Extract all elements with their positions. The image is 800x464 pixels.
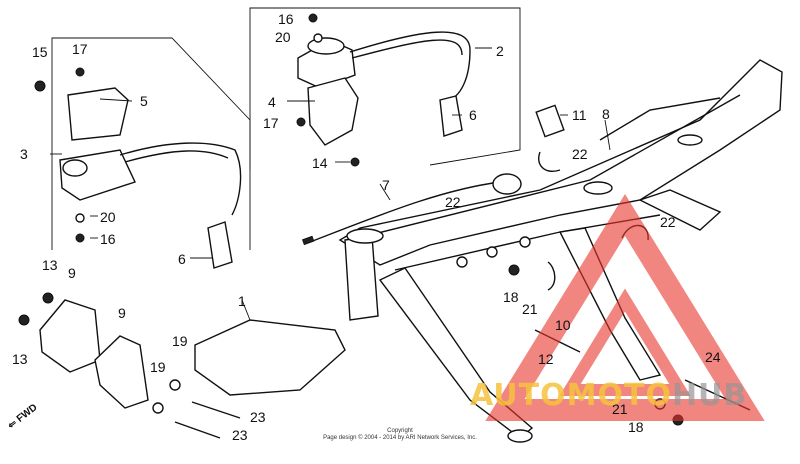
rectifier-group-box <box>249 7 521 170</box>
callout-17-right: 17 <box>263 115 279 131</box>
nut-13b <box>18 314 30 326</box>
callout-21-upper: 21 <box>522 301 538 317</box>
callout-16-lower: 16 <box>100 231 116 247</box>
skid-plate <box>194 319 346 396</box>
callout-18-upper: 18 <box>503 289 519 305</box>
spark-plug-cap-upper <box>439 95 463 137</box>
copyright-line-2: Page design © 2004 - 2014 by ARI Network… <box>323 435 477 441</box>
callout-3: 3 <box>20 146 28 162</box>
copyright-line-1: Copyright <box>387 428 413 434</box>
nut-18a <box>508 264 520 276</box>
callout-6-lower: 6 <box>178 251 186 267</box>
collar-21a <box>547 261 556 291</box>
watermark-logo-triangle <box>485 194 765 421</box>
callout-13-lower: 13 <box>12 351 28 367</box>
callout-11: 11 <box>572 107 587 123</box>
nut-17b <box>296 117 306 127</box>
callout-9-left: 9 <box>68 265 76 281</box>
washer-19a <box>169 379 181 391</box>
callout-23-lower: 23 <box>232 427 248 443</box>
callout-20-lower: 20 <box>100 209 116 225</box>
bolt-14 <box>350 157 360 167</box>
watermark-logo-text: AUTOMOTOHUB <box>470 378 747 413</box>
nut-13a <box>42 292 54 304</box>
callout-4: 4 <box>268 94 276 110</box>
callout-18-lower: 18 <box>628 419 644 435</box>
callout-22-right: 22 <box>660 214 676 230</box>
wire-clamp <box>538 151 561 172</box>
cable <box>309 181 501 243</box>
bolt-23b <box>174 421 221 439</box>
callout-23-upper: 23 <box>250 409 266 425</box>
leader-lines <box>50 47 611 321</box>
callout-19-left: 19 <box>150 359 166 375</box>
caution-label <box>535 104 565 138</box>
callout-22-top: 22 <box>572 146 588 162</box>
callout-22-left: 22 <box>445 194 461 210</box>
bolt-16b <box>308 13 318 23</box>
callout-8: 8 <box>602 106 610 122</box>
copyright-notice: Copyright Page design © 2004 - 2014 by A… <box>300 428 500 442</box>
callout-7: 7 <box>382 177 390 193</box>
callout-13-upper: 13 <box>42 257 58 273</box>
callout-6-upper: 6 <box>469 107 477 123</box>
callout-14: 14 <box>312 155 328 171</box>
callout-16-upper: 16 <box>278 11 294 27</box>
washer-20b <box>313 33 323 43</box>
bolt-16a <box>75 233 85 243</box>
ignition-coil <box>59 87 242 216</box>
callout-24: 24 <box>705 349 721 365</box>
callout-2: 2 <box>496 43 504 59</box>
bolt-23a <box>191 401 241 419</box>
callout-5: 5 <box>140 93 148 109</box>
cable-end <box>301 235 315 246</box>
callout-19-right: 19 <box>172 333 188 349</box>
callout-21-lower: 21 <box>612 401 628 417</box>
callout-1: 1 <box>238 293 246 309</box>
spark-plug-cap-lower <box>207 221 233 269</box>
callout-15: 15 <box>32 44 48 60</box>
washer-19b <box>152 402 164 414</box>
callout-9-right: 9 <box>118 305 126 321</box>
nut-17a <box>75 67 85 77</box>
bracket-left <box>39 299 101 373</box>
watermark-text-part2: HUB <box>671 378 748 413</box>
bolt-15 <box>34 80 46 92</box>
washer-20a <box>75 213 85 223</box>
callout-10: 10 <box>555 317 571 333</box>
band-clamp <box>492 173 522 195</box>
watermark-text-part1: AUTOMOTO <box>470 378 672 413</box>
bracket-right <box>94 335 149 409</box>
callout-20-upper: 20 <box>275 29 291 45</box>
callout-17-left: 17 <box>72 41 88 57</box>
callout-12: 12 <box>538 351 554 367</box>
